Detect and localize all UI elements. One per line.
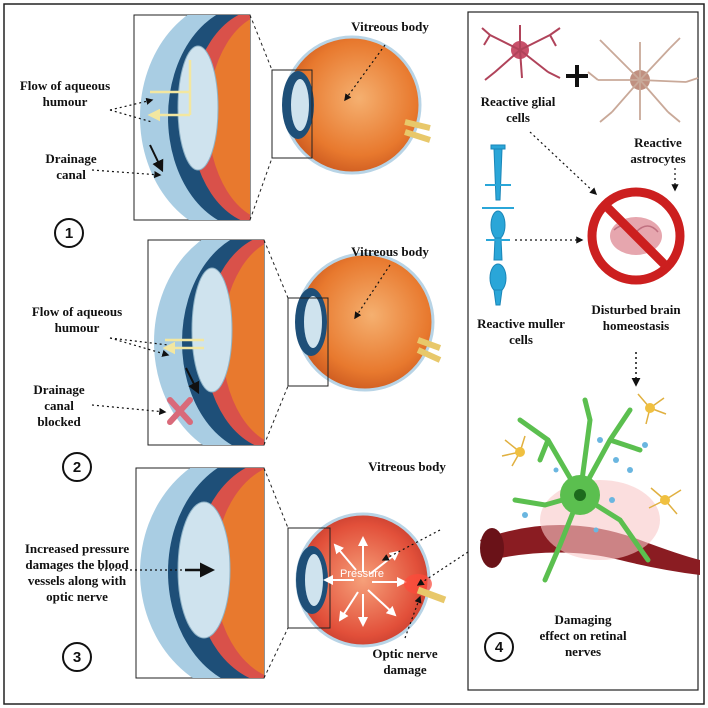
panel3-closeup: [135, 467, 265, 679]
glial-cell-icon: [481, 25, 561, 81]
blocked-x-icon: [167, 397, 193, 425]
retinal-neuron-scene: [480, 393, 700, 583]
panel3-vitreous-label: Vitreous body: [368, 459, 446, 474]
panel1-number: 1: [54, 218, 84, 248]
outer-frame: [3, 3, 705, 705]
panel3-pressure-label: Increased pressure damages the blood ves…: [24, 541, 130, 604]
pressure-arrows: [323, 536, 407, 627]
panel1-flow-arrows: [109, 100, 152, 123]
panel4-frame: [467, 11, 699, 691]
damage-label: Damaging effect on retinal nerves: [539, 612, 627, 659]
panel1-drain-arrow: [91, 169, 162, 179]
arrow-glial-to-brain: [529, 131, 598, 195]
no-brain-icon: [587, 187, 685, 285]
panel3-number: 3: [62, 642, 92, 672]
astrocyte-icon: [587, 37, 699, 123]
pressure-word: Pressure: [339, 568, 385, 580]
panel1-flow-label: Flow of aqueous humour: [19, 78, 111, 109]
muller-label: Reactive muller cells: [477, 316, 565, 347]
panel2-flow-arrows: [109, 337, 168, 355]
plus-icon: [566, 65, 588, 87]
panel2-drain-arrow: [91, 404, 167, 416]
brain-label: Disturbed brain homeostasis: [591, 302, 681, 333]
panel2-vitreous-label: Vitreous body: [351, 244, 429, 259]
panel1-vitreous-label: Vitreous body: [351, 19, 429, 34]
panel1-drainage-label: Drainage canal: [45, 151, 97, 182]
astro-label: Reactive astrocytes: [630, 135, 686, 166]
panel2-eye: [263, 239, 442, 446]
optic-nerve-label: Optic nerve damage: [372, 646, 438, 677]
panel2-closeup: [147, 239, 265, 446]
panel1-closeup: [133, 14, 251, 221]
panel2-drainage-label: Drainage canal blocked: [33, 382, 85, 429]
panel1-eye: [249, 14, 431, 221]
panel4-number: 4: [484, 632, 514, 662]
muller-cell-icon: [482, 144, 514, 306]
glial-label: Reactive glial cells: [480, 94, 556, 125]
panel2-number: 2: [62, 452, 92, 482]
panel3-eye: [263, 467, 447, 679]
panel2-flow-label: Flow of aqueous humour: [31, 304, 123, 335]
